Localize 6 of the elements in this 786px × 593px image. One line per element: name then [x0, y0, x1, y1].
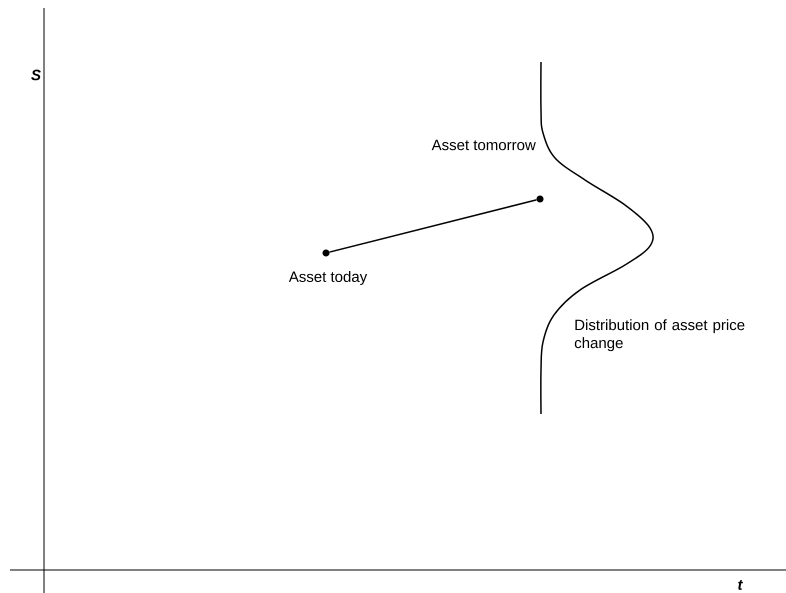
point-label: Asset tomorrow — [432, 140, 536, 150]
axis-label: t — [738, 580, 744, 590]
connecting-line — [329, 199, 537, 253]
point-label: Asset today — [288, 271, 368, 285]
curve-label: Distribution of asset price change — [574, 319, 744, 352]
axis-label: S — [31, 70, 41, 80]
